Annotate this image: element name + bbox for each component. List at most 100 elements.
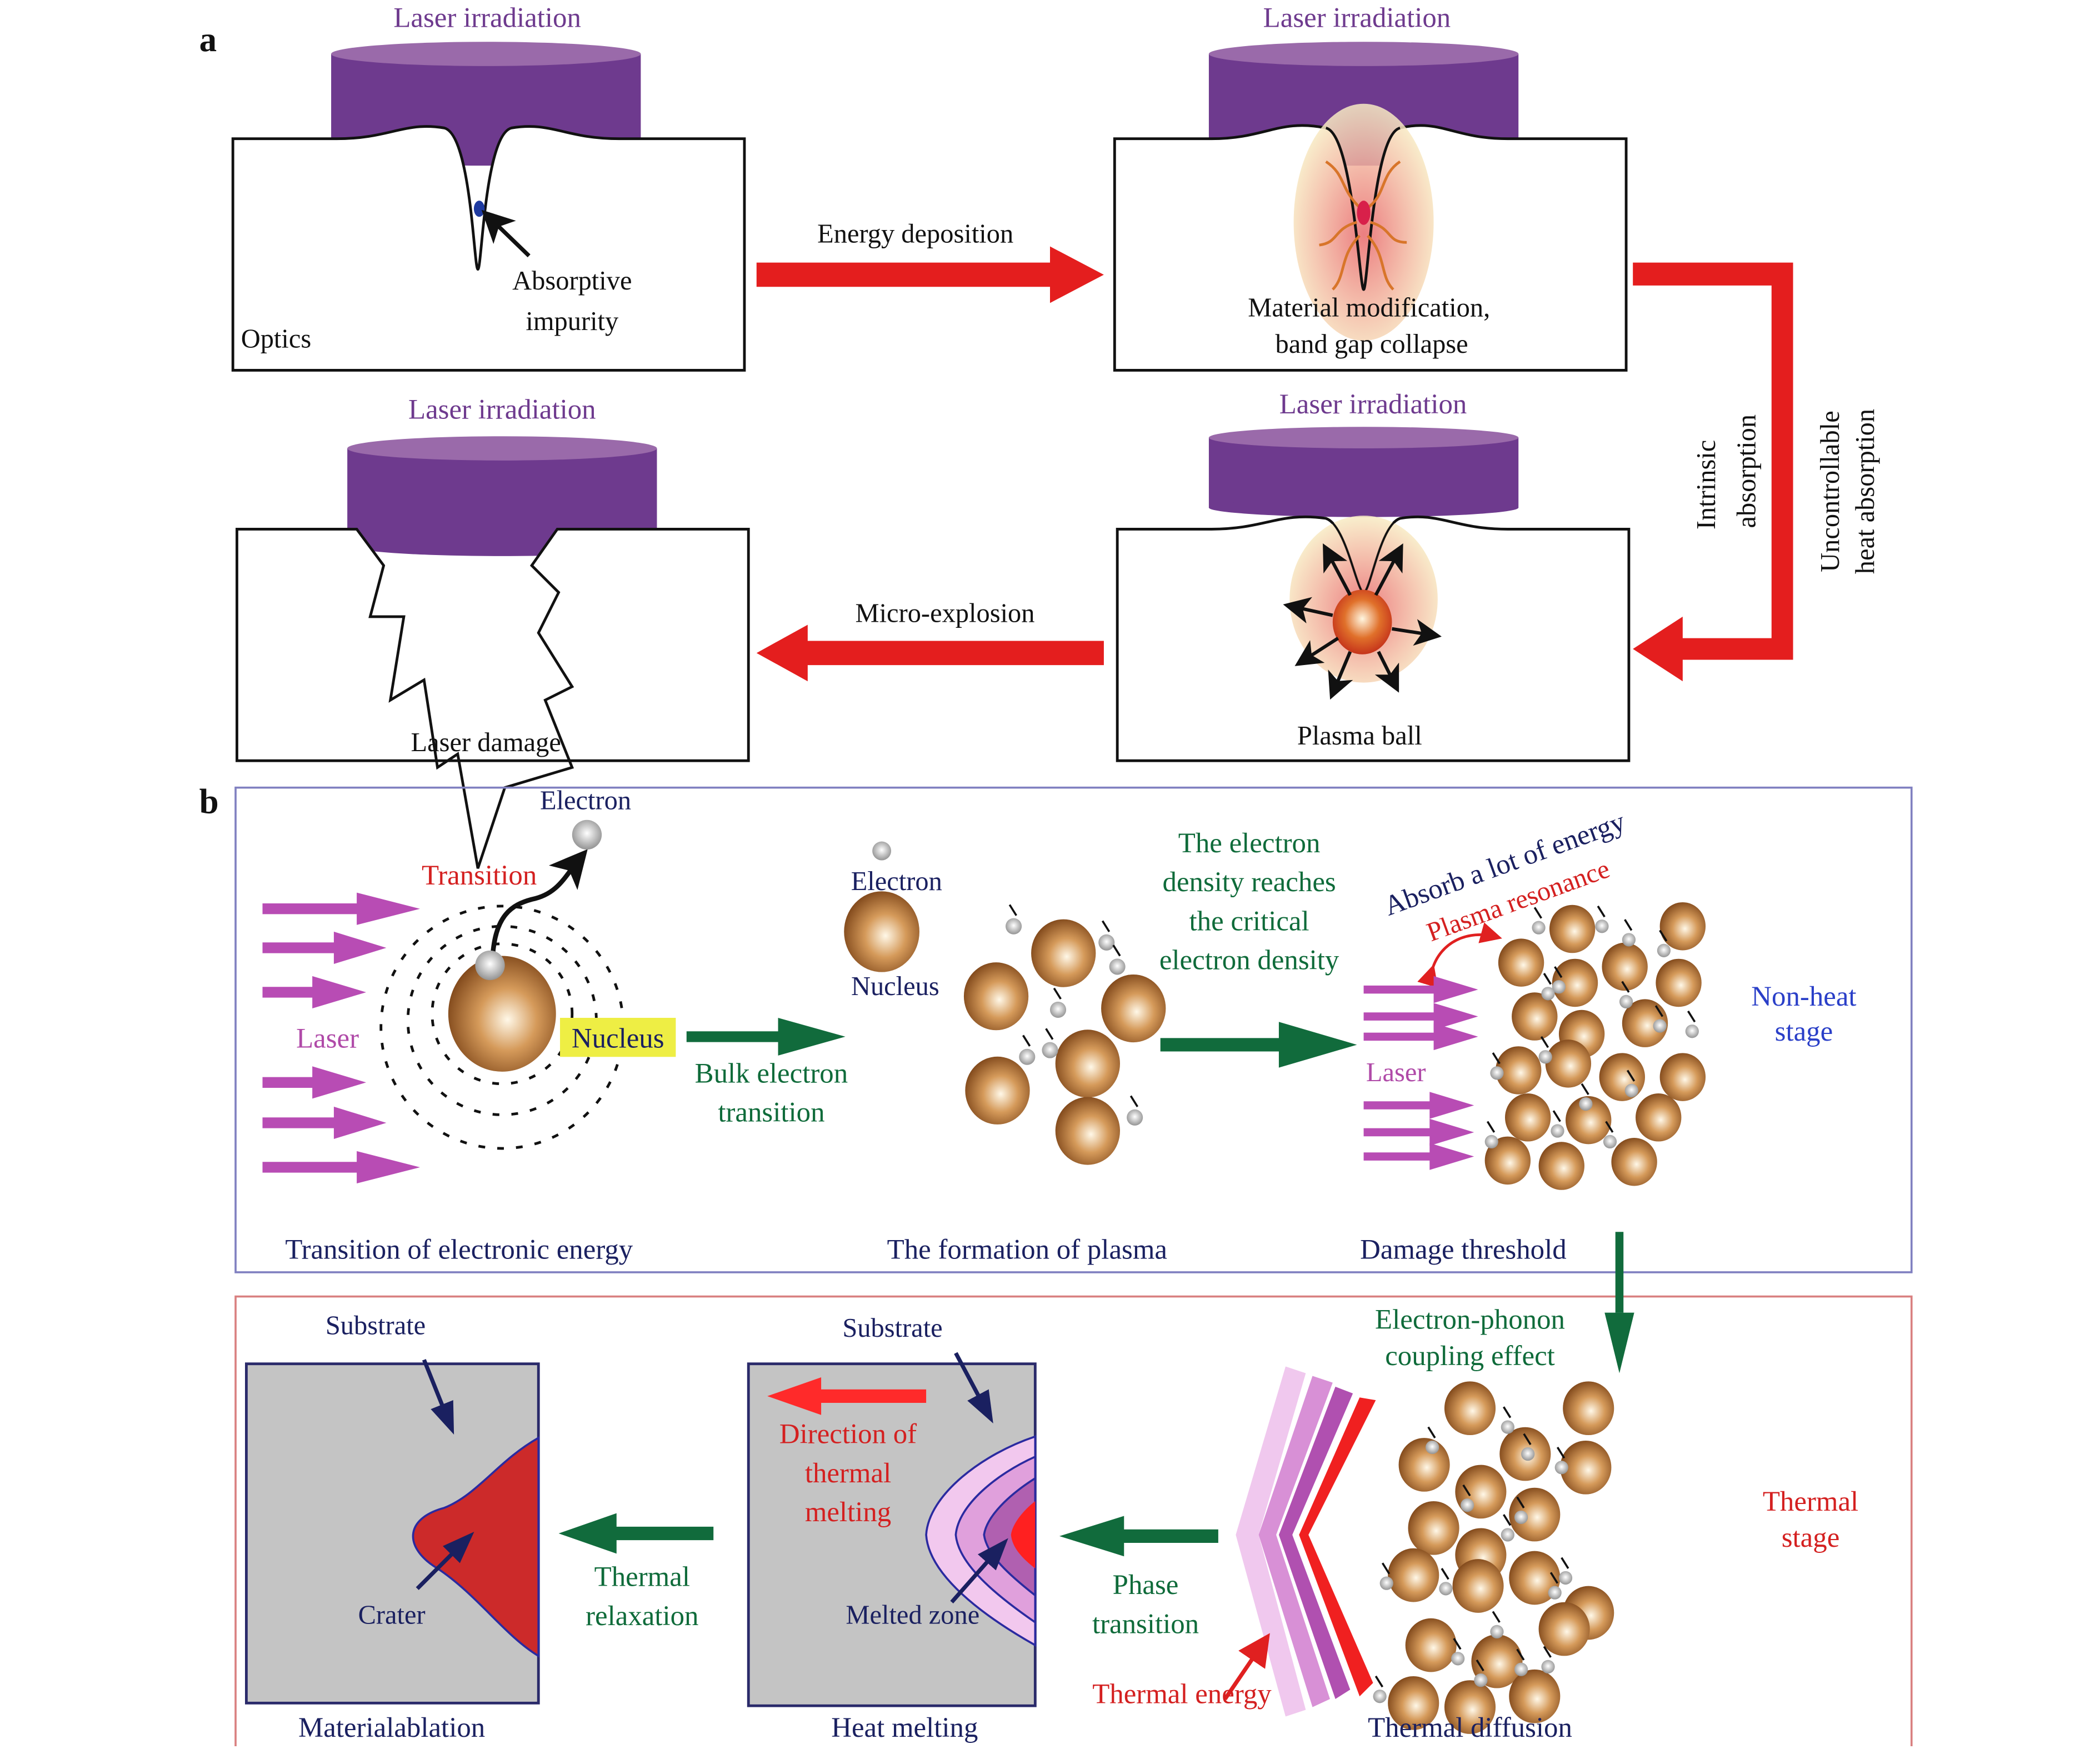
electron-icon (872, 841, 892, 861)
crater-icon (412, 1436, 540, 1658)
electron-icon (1474, 1673, 1488, 1687)
spin-mark (1008, 904, 1017, 916)
svg-text:the critical: the critical (1189, 906, 1309, 937)
transition-label: Transition (422, 860, 537, 891)
transition-arrow (490, 849, 588, 956)
thermal-cluster (1373, 1381, 1614, 1734)
nucleus-icon (1549, 905, 1596, 953)
spin-mark (1621, 981, 1630, 993)
nucleus-icon (1055, 1097, 1120, 1165)
critical-density-arrow: The electron density reaches the critica… (1159, 828, 1357, 1068)
nucleus-icon (1505, 1093, 1551, 1142)
svg-text:Laser irradiation: Laser irradiation (408, 394, 596, 426)
nucleus-icon (1545, 1040, 1592, 1088)
damaged-sample-box (236, 527, 750, 869)
nucleus-icon (1484, 1136, 1531, 1185)
spin-mark (1053, 987, 1062, 1000)
impurity-pointer-arrow (481, 209, 531, 258)
electron-icon (1579, 1097, 1593, 1111)
laser-source-icon (1208, 427, 1519, 517)
electron-icon (1548, 1586, 1562, 1600)
stage-optics: Laser irradiation Absorptive impurity Op… (231, 3, 746, 372)
nucleus-label: Nucleus (572, 1023, 664, 1054)
nucleus-icon (1538, 1142, 1584, 1190)
coupling-effect-label: Electron-phonon (1375, 1305, 1565, 1336)
spin-mark (1533, 907, 1542, 919)
nucleus-icon (1602, 942, 1648, 991)
electron-icon (1019, 1048, 1036, 1065)
nucleus-icon (1659, 902, 1706, 951)
electron-icon (1451, 1652, 1465, 1666)
electron-icon (1622, 933, 1636, 947)
electron-icon (1006, 918, 1022, 935)
electron-icon (1109, 958, 1126, 975)
svg-text:Thermal: Thermal (594, 1562, 690, 1593)
melted-zone-label: Melted zone (846, 1600, 979, 1630)
spin-mark (1381, 1562, 1391, 1575)
spin-mark (1045, 1028, 1054, 1040)
spin-mark (1462, 1484, 1471, 1497)
step-caption: Materialablation (298, 1712, 485, 1743)
nucleus-icon (1408, 1501, 1459, 1555)
svg-text:stage: stage (1775, 1016, 1833, 1047)
electron-icon (1532, 921, 1546, 935)
electron-icon (1426, 1440, 1439, 1455)
spin-mark (1441, 1568, 1449, 1580)
melting-direction-arrow (767, 1377, 927, 1415)
nucleus-icon (1405, 1618, 1457, 1672)
nucleus-icon (1656, 958, 1702, 1007)
svg-text:Phase: Phase (1113, 1570, 1179, 1601)
svg-text:band gap collapse: band gap collapse (1276, 329, 1468, 359)
svg-text:transition: transition (718, 1097, 824, 1128)
electron-label: Electron (540, 786, 631, 815)
spin-mark (1129, 1095, 1139, 1107)
spin-mark (1552, 1110, 1561, 1122)
svg-text:density reaches: density reaches (1163, 867, 1336, 898)
svg-text:Laser irradiation: Laser irradiation (1279, 389, 1467, 420)
electron-icon (1461, 1498, 1474, 1512)
electron-icon (1501, 1528, 1514, 1542)
laser-arrows-icon (262, 892, 420, 1184)
nucleus-icon (1031, 919, 1096, 987)
nucleus-icon (1509, 1551, 1561, 1605)
substrate-pointer-arrow (954, 1352, 993, 1424)
svg-text:Bulk electron: Bulk electron (695, 1058, 848, 1089)
electron-icon (1439, 1582, 1453, 1596)
electron-icon (1554, 1461, 1568, 1475)
nucleus-icon (1444, 1381, 1496, 1436)
electron-phonon-arrow (1604, 1232, 1634, 1373)
svg-text:transition: transition (1092, 1608, 1199, 1640)
plasma-cluster (963, 904, 1166, 1165)
nucleus-icon (1452, 1559, 1504, 1613)
spin-mark (1556, 1446, 1566, 1459)
svg-text:electron density: electron density (1159, 945, 1339, 976)
electron-icon (1514, 1510, 1528, 1525)
nucleus-icon (1538, 1602, 1590, 1656)
svg-text:melting: melting (805, 1497, 891, 1528)
non-heat-stage-label: Non-heat (1751, 981, 1856, 1012)
nucleus-icon (1659, 1053, 1706, 1101)
svg-text:Nucleus: Nucleus (851, 972, 939, 1001)
electron-icon (572, 819, 602, 850)
nucleus-icon (1055, 1030, 1120, 1098)
spin-mark (1503, 1514, 1512, 1526)
nucleus-icon (1563, 1381, 1614, 1436)
bulk-electron-transition-arrow: Bulk electron transition (686, 1017, 848, 1128)
resonance-arrow (1417, 922, 1502, 988)
step-thermal-diffusion: Thermal energy Thermal diffusion (1092, 1366, 1614, 1743)
absorption-arrow: Intrinsic absorption Uncontrollable heat… (1633, 262, 1880, 682)
nucleus-icon (965, 1056, 1030, 1125)
nucleus-icon (448, 956, 556, 1072)
electron-icon (1551, 1124, 1564, 1138)
electron-icon (1501, 1420, 1514, 1434)
electron-icon (1490, 1066, 1504, 1080)
spin-mark (1561, 1557, 1569, 1569)
electron-icon (1541, 987, 1555, 1001)
nucleus-icon (963, 962, 1029, 1031)
nucleus-icon (1560, 1440, 1612, 1495)
thermal-energy-arrow (1223, 1633, 1270, 1701)
spin-mark (1453, 1638, 1462, 1650)
nucleus-icon (1498, 938, 1544, 987)
